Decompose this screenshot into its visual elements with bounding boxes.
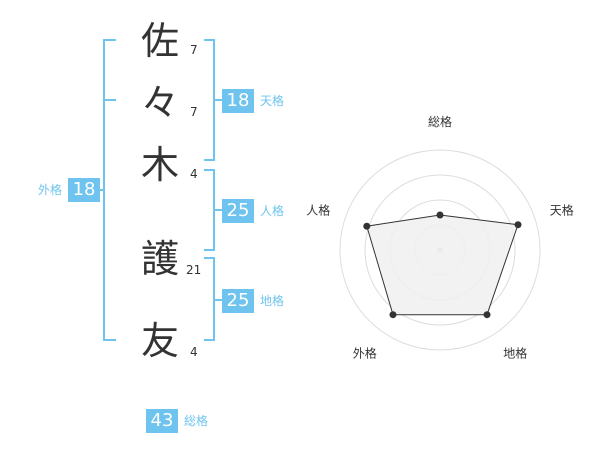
chikaku-bracket <box>204 257 215 341</box>
tenkaku-value: 18 <box>222 89 254 113</box>
chikaku-badge: 25 地格 <box>222 289 284 313</box>
gaikaku-label: 外格 <box>38 183 63 197</box>
jinkaku-bracket <box>204 169 215 251</box>
brackets <box>96 39 222 341</box>
name-char-3: 木 <box>140 143 179 187</box>
name-char-2: 々 <box>140 81 179 125</box>
radar-chart-panel: 総格天格地格 外格 人格 <box>300 0 600 470</box>
radar-axis-label-5: 人格 <box>306 202 330 217</box>
radar-ring-4 <box>339 149 541 351</box>
gaikaku-badge: 外格 18 <box>38 178 101 202</box>
tenkaku-badge: 18 天格 <box>222 89 284 113</box>
radar-polygon <box>366 214 519 316</box>
radar-point-1 <box>436 211 444 219</box>
name-char-1: 佐 <box>140 19 179 63</box>
stroke-count-2: 7 <box>190 105 198 119</box>
soukaku-label: 総格 <box>184 414 209 428</box>
radar-point-2 <box>514 221 522 229</box>
stroke-count-1: 7 <box>190 43 198 57</box>
name-char-4: 護 <box>140 237 179 281</box>
radar-axis-label-3: 地格 <box>503 346 527 361</box>
jinkaku-label: 人格 <box>260 204 285 218</box>
radar-axis-label-1: 総格 <box>428 114 452 129</box>
soukaku-badge: 43 総格 <box>146 409 208 433</box>
radar-axis-label-4: 外格 <box>353 346 377 361</box>
chikaku-value: 25 <box>222 289 254 313</box>
gaikaku-bracket <box>103 39 116 341</box>
radar-point-4 <box>389 311 397 319</box>
radar-points <box>363 211 522 319</box>
radar-point-3 <box>483 311 491 319</box>
stroke-count-5: 4 <box>190 345 198 359</box>
stroke-count-4: 21 <box>186 263 202 277</box>
stroke-count-3: 4 <box>190 167 198 181</box>
chikaku-label: 地格 <box>260 294 285 308</box>
jinkaku-value: 25 <box>222 199 254 223</box>
name-char-5: 友 <box>140 319 179 363</box>
soukaku-value: 43 <box>146 409 178 433</box>
radar-axis-label-2: 天格 <box>550 202 574 217</box>
radar-point-5 <box>363 222 371 230</box>
jinkaku-badge: 25 人格 <box>222 199 284 223</box>
gaikaku-value: 18 <box>68 178 101 202</box>
radar-ring-3 <box>364 174 516 326</box>
tenkaku-label: 天格 <box>260 94 285 108</box>
tenkaku-bracket <box>204 39 215 161</box>
name-panel: 佐 7 々 7 木 4 護 21 友 4 18 天格 25 人格 25 地格 外… <box>0 0 300 470</box>
